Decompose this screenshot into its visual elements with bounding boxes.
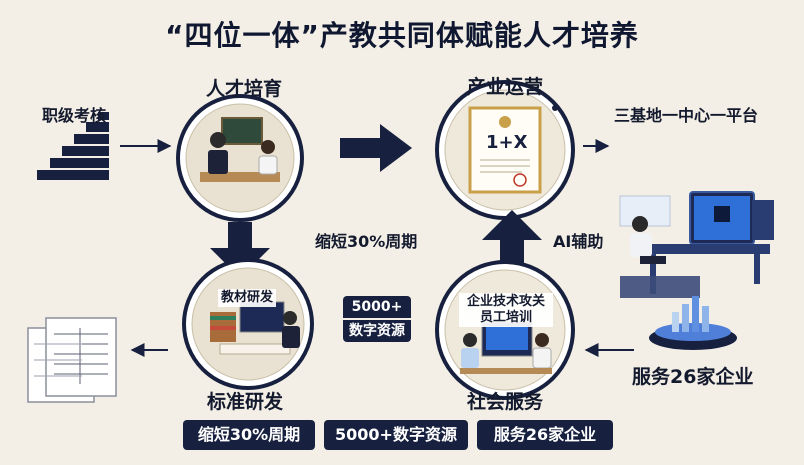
documents-icon	[27, 317, 117, 403]
staircase-icon	[37, 112, 109, 180]
talent-training-circle	[176, 94, 304, 222]
big-arrow-up-right	[482, 210, 542, 268]
certificate-text: 1+X	[486, 132, 528, 153]
workstation-illustration	[619, 191, 774, 298]
page-title: “四位一体”产教共同体赋能人才培养	[165, 19, 639, 52]
caption-enterprise-training: 企业技术攻关 员工培训	[459, 293, 553, 327]
node-label-talent-training: 人才培育	[206, 78, 283, 100]
node-label-social-service: 社会服务	[467, 391, 544, 413]
label-ai-assist: AI辅助	[553, 232, 604, 251]
node-label-industry-operation: 产业运营	[467, 76, 544, 98]
bottom-badge-shorten-cycle: 缩短30%周期	[183, 420, 315, 450]
node-label-standard-development: 标准研发	[207, 391, 284, 413]
center-badge-line1: 5000+	[351, 299, 403, 315]
caption-enterprise-line1: 企业技术攻关	[466, 294, 545, 309]
caption-enterprise-line2: 员工培训	[479, 310, 532, 325]
bottom-badge-service-enterprises: 服务26家企业	[477, 420, 613, 450]
bottom-badge-digital-resources: 5000+数字资源	[324, 420, 468, 450]
industry-operation-circle	[435, 80, 575, 220]
social-service-circle	[435, 260, 575, 400]
label-job-assessment: 职级考核	[42, 106, 107, 125]
label-shorten-cycle: 缩短30%周期	[315, 232, 418, 251]
big-arrow-down-left	[210, 222, 270, 278]
standard-development-circle	[182, 258, 314, 390]
caption-textbook-dev: 教材研发	[218, 289, 277, 307]
big-arrow-right-top	[340, 124, 412, 172]
center-badge: 5000+ 数字资源	[343, 296, 411, 342]
center-badge-line2: 数字资源	[343, 318, 411, 342]
label-platform: 三基地一中心一平台	[614, 106, 759, 125]
label-service-enterprises: 服务26家企业	[632, 366, 754, 388]
bar-chart-platform-icon	[649, 296, 737, 350]
